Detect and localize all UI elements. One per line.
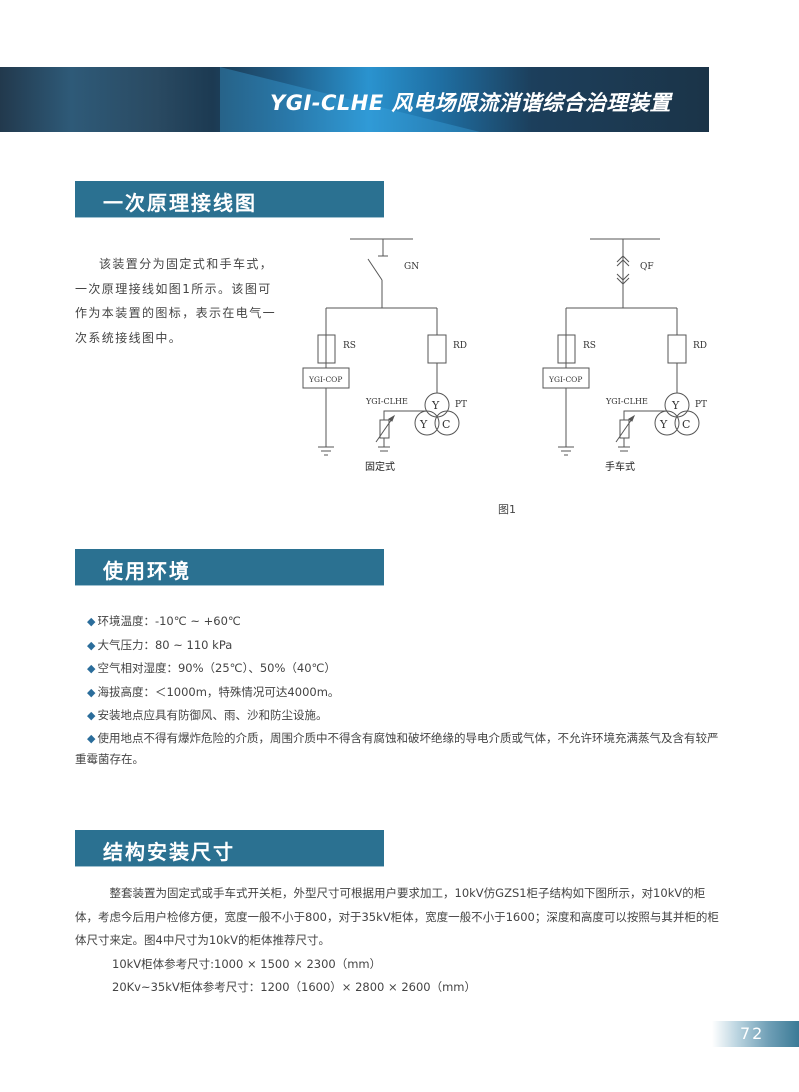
pt-y2-cart: Y	[659, 418, 668, 431]
label-rs-cart: RS	[583, 341, 596, 351]
banner-decoration	[220, 67, 480, 132]
pt-y1-cart: Y	[671, 399, 680, 412]
list-item: ◆安装地点应具有防御风、雨、沙和防尘设施。	[75, 704, 725, 728]
section-heading-text: 使用环境	[103, 559, 191, 583]
label-rd: RD	[453, 341, 467, 351]
section-heading-dimensions: 结构安装尺寸	[75, 830, 384, 867]
diagram-fixed	[302, 238, 460, 456]
pt-c: C	[442, 418, 450, 431]
page-number: 72	[712, 1021, 799, 1047]
diagram-cart	[542, 238, 700, 456]
label-ygi-clhe: YGI-CLHE	[365, 397, 408, 406]
dimensions-text: 整套装置为固定式或手车式开关柜，外型尺寸可根据用户要求加工，10kV仿GZS1柜…	[75, 882, 725, 1000]
label-pt: PT	[455, 400, 467, 410]
caption-fixed: 固定式	[365, 460, 395, 473]
list-item: ◆海拔高度：＜1000m，特殊情况可达4000m。	[75, 681, 725, 705]
diamond-icon: ◆	[87, 615, 96, 628]
diamond-icon: ◆	[87, 662, 96, 675]
label-ygi-cop-cart: YGI-COP	[548, 375, 582, 384]
list-item: ◆空气相对湿度：90%（25℃）、50%（40℃）	[75, 657, 725, 681]
page-number-text: 72	[740, 1024, 765, 1043]
item-text: 安装地点应具有防御风、雨、沙和防尘设施。	[97, 708, 328, 722]
item-text: 使用地点不得有爆炸危险的介质，周围介质中不得含有腐蚀和破坏绝缘的导电介质或气体，…	[75, 730, 719, 766]
diamond-icon: ◆	[87, 731, 96, 745]
caption-cart: 手车式	[605, 460, 635, 473]
section-heading-text: 结构安装尺寸	[103, 840, 235, 864]
pt-y1: Y	[431, 399, 440, 412]
item-text: 大气压力：80 ~ 110 kPa	[97, 637, 233, 652]
label-ygi-clhe-cart: YGI-CLHE	[605, 397, 648, 406]
figure-caption: 图1	[498, 503, 516, 516]
section-heading-text: 一次原理接线图	[103, 191, 257, 215]
dimension-10kv: 10kV柜体参考尺寸:1000 × 1500 × 2300（mm）	[112, 956, 382, 971]
list-item: ◆大气压力：80 ~ 110 kPa	[75, 634, 725, 658]
label-qf: QF	[640, 262, 654, 272]
label-rd-cart: RD	[693, 341, 707, 351]
banner-title: YGI-CLHE 风电场限流消谐综合治理装置	[270, 91, 671, 115]
wiring-diagrams: GN RS RD YGI-COP YGI-CLHE PT Y Y C 固定式 Q…	[302, 238, 707, 473]
section-heading-wiring: 一次原理接线图	[75, 181, 384, 218]
list-item: ◆使用地点不得有爆炸危险的介质，周围介质中不得含有腐蚀和破坏绝缘的导电介质或气体…	[75, 728, 725, 770]
label-rs: RS	[343, 341, 356, 351]
item-text: 海拔高度：＜1000m，特殊情况可达4000m。	[97, 684, 340, 699]
dimension-35kv: 20Kv~35kV柜体参考尺寸：1200（1600）× 2800 × 2600（…	[112, 980, 476, 994]
intro-text: 该装置分为固定式和手车式，一次原理接线如图1所示。该图可作为本装置的图标，表示在…	[75, 257, 277, 345]
breaker-chevron-icon	[616, 255, 630, 285]
header-banner: YGI-CLHE 风电场限流消谐综合治理装置	[0, 67, 709, 132]
list-item: ◆环境温度：-10℃ ~ +60℃	[75, 610, 725, 634]
diamond-icon: ◆	[87, 685, 96, 699]
label-pt-cart: PT	[695, 400, 707, 410]
item-text: 空气相对湿度：90%（25℃）、50%（40℃）	[97, 661, 336, 675]
wiring-intro: 该装置分为固定式和手车式，一次原理接线如图1所示。该图可作为本装置的图标，表示在…	[75, 252, 285, 350]
pt-c-cart: C	[682, 418, 690, 431]
dimensions-paragraph: 整套装置为固定式或手车式开关柜，外型尺寸可根据用户要求加工，10kV仿GZS1柜…	[75, 886, 719, 947]
pt-y2: Y	[419, 418, 428, 431]
section-heading-environment: 使用环境	[75, 549, 384, 586]
label-ygi-cop: YGI-COP	[308, 375, 342, 384]
disconnector-switch-icon	[367, 258, 383, 281]
item-text: 环境温度：-10℃ ~ +60℃	[97, 614, 241, 628]
label-gn: GN	[404, 262, 419, 272]
diamond-icon: ◆	[87, 709, 96, 722]
environment-list: ◆环境温度：-10℃ ~ +60℃ ◆大气压力：80 ~ 110 kPa ◆空气…	[75, 610, 725, 770]
diamond-icon: ◆	[87, 638, 96, 652]
